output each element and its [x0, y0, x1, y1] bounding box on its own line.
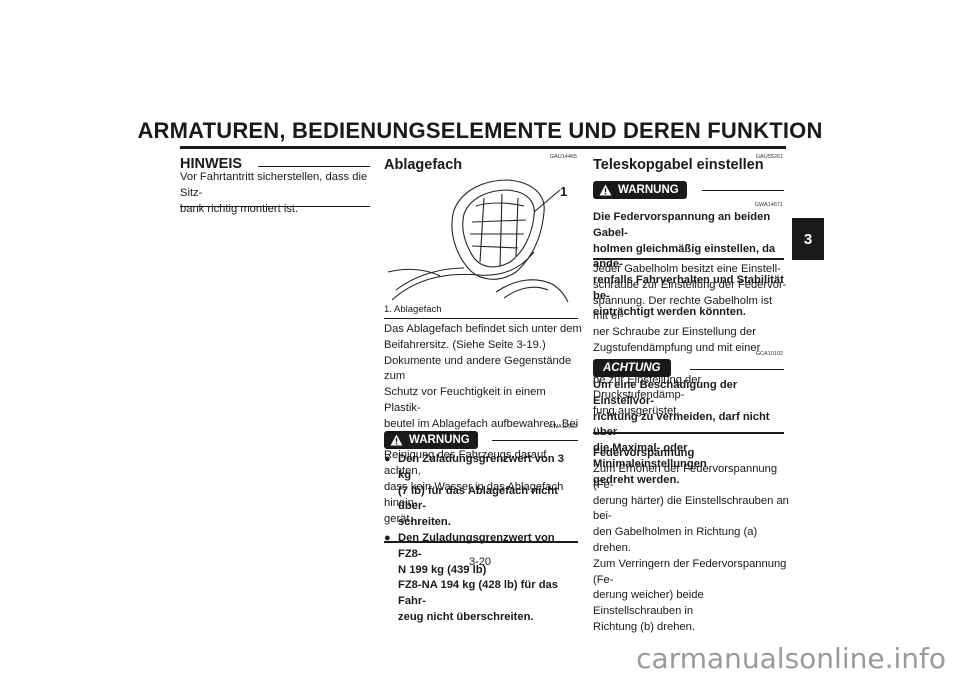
warning-bullets: ● Den Zuladungsgrenzwert von 3 kg (7 lb)… — [384, 452, 580, 626]
section-title-ablagefach: Ablagefach — [384, 157, 463, 173]
caution-title-rule — [690, 369, 784, 370]
ablagefach-body: Das Ablagefach befindet sich unter dem B… — [384, 323, 582, 525]
warning-bottom-rule — [593, 258, 784, 260]
subsection-title-federvorspannung: Federvorspannung — [593, 447, 695, 459]
list-item: ● Den Zuladungsgrenzwert von 3 kg (7 lb)… — [384, 453, 564, 529]
warning-icon — [390, 434, 403, 446]
federvorspannung-body: Zum Erhöhen der Federvorspannung (Fe- de… — [593, 463, 789, 633]
warning-code: GWA14671 — [754, 202, 783, 208]
figure-caption: 1. Ablagefach — [384, 304, 442, 315]
section-title-teleskopgabel: Teleskopgabel einstellen — [593, 157, 764, 173]
chapter-tab[interactable]: 3 — [792, 218, 824, 260]
warning-title-rule — [492, 440, 578, 441]
caution-code: GCA10102 — [755, 351, 783, 357]
section-code: GAU55261 — [755, 154, 783, 160]
warning-code: GWA10962 — [548, 424, 577, 430]
hinweis-title: HINWEIS — [180, 156, 243, 172]
hinweis-bottom-rule — [180, 206, 370, 207]
page-header-title: ARMATUREN, BEDIENUNGSELEMENTE UND DEREN … — [137, 118, 823, 143]
header-rule — [180, 146, 786, 149]
caution-badge: ACHTUNG — [593, 359, 671, 377]
list-item: ● Den Zuladungsgrenzwert von FZ8- N 199 … — [384, 531, 558, 623]
warning-title-rule — [702, 190, 784, 191]
warning-badge: WARNUNG — [593, 181, 687, 199]
caution-text: Um eine Beschädigung der Einstellvor- ri… — [593, 379, 770, 486]
storage-compartment-illustration: 1 — [387, 179, 569, 302]
watermark: carmanualsonline.info — [636, 642, 946, 675]
hinweis-title-rule — [258, 166, 370, 167]
teleskopgabel-warning-text: Die Federvorspannung an beiden Gabel- ho… — [593, 211, 784, 318]
callout-number: 1 — [560, 184, 567, 199]
page-number: 3-20 — [468, 556, 492, 568]
warning-icon — [599, 184, 612, 196]
section-code: GAU14465 — [549, 154, 577, 160]
figure-caption-rule — [384, 318, 578, 319]
caution-bottom-rule — [593, 432, 784, 434]
warning-bottom-rule — [384, 541, 578, 543]
warning-badge: WARNUNG — [384, 431, 478, 449]
hinweis-text: Vor Fahrtantritt sicherstellen, dass die… — [180, 171, 368, 215]
